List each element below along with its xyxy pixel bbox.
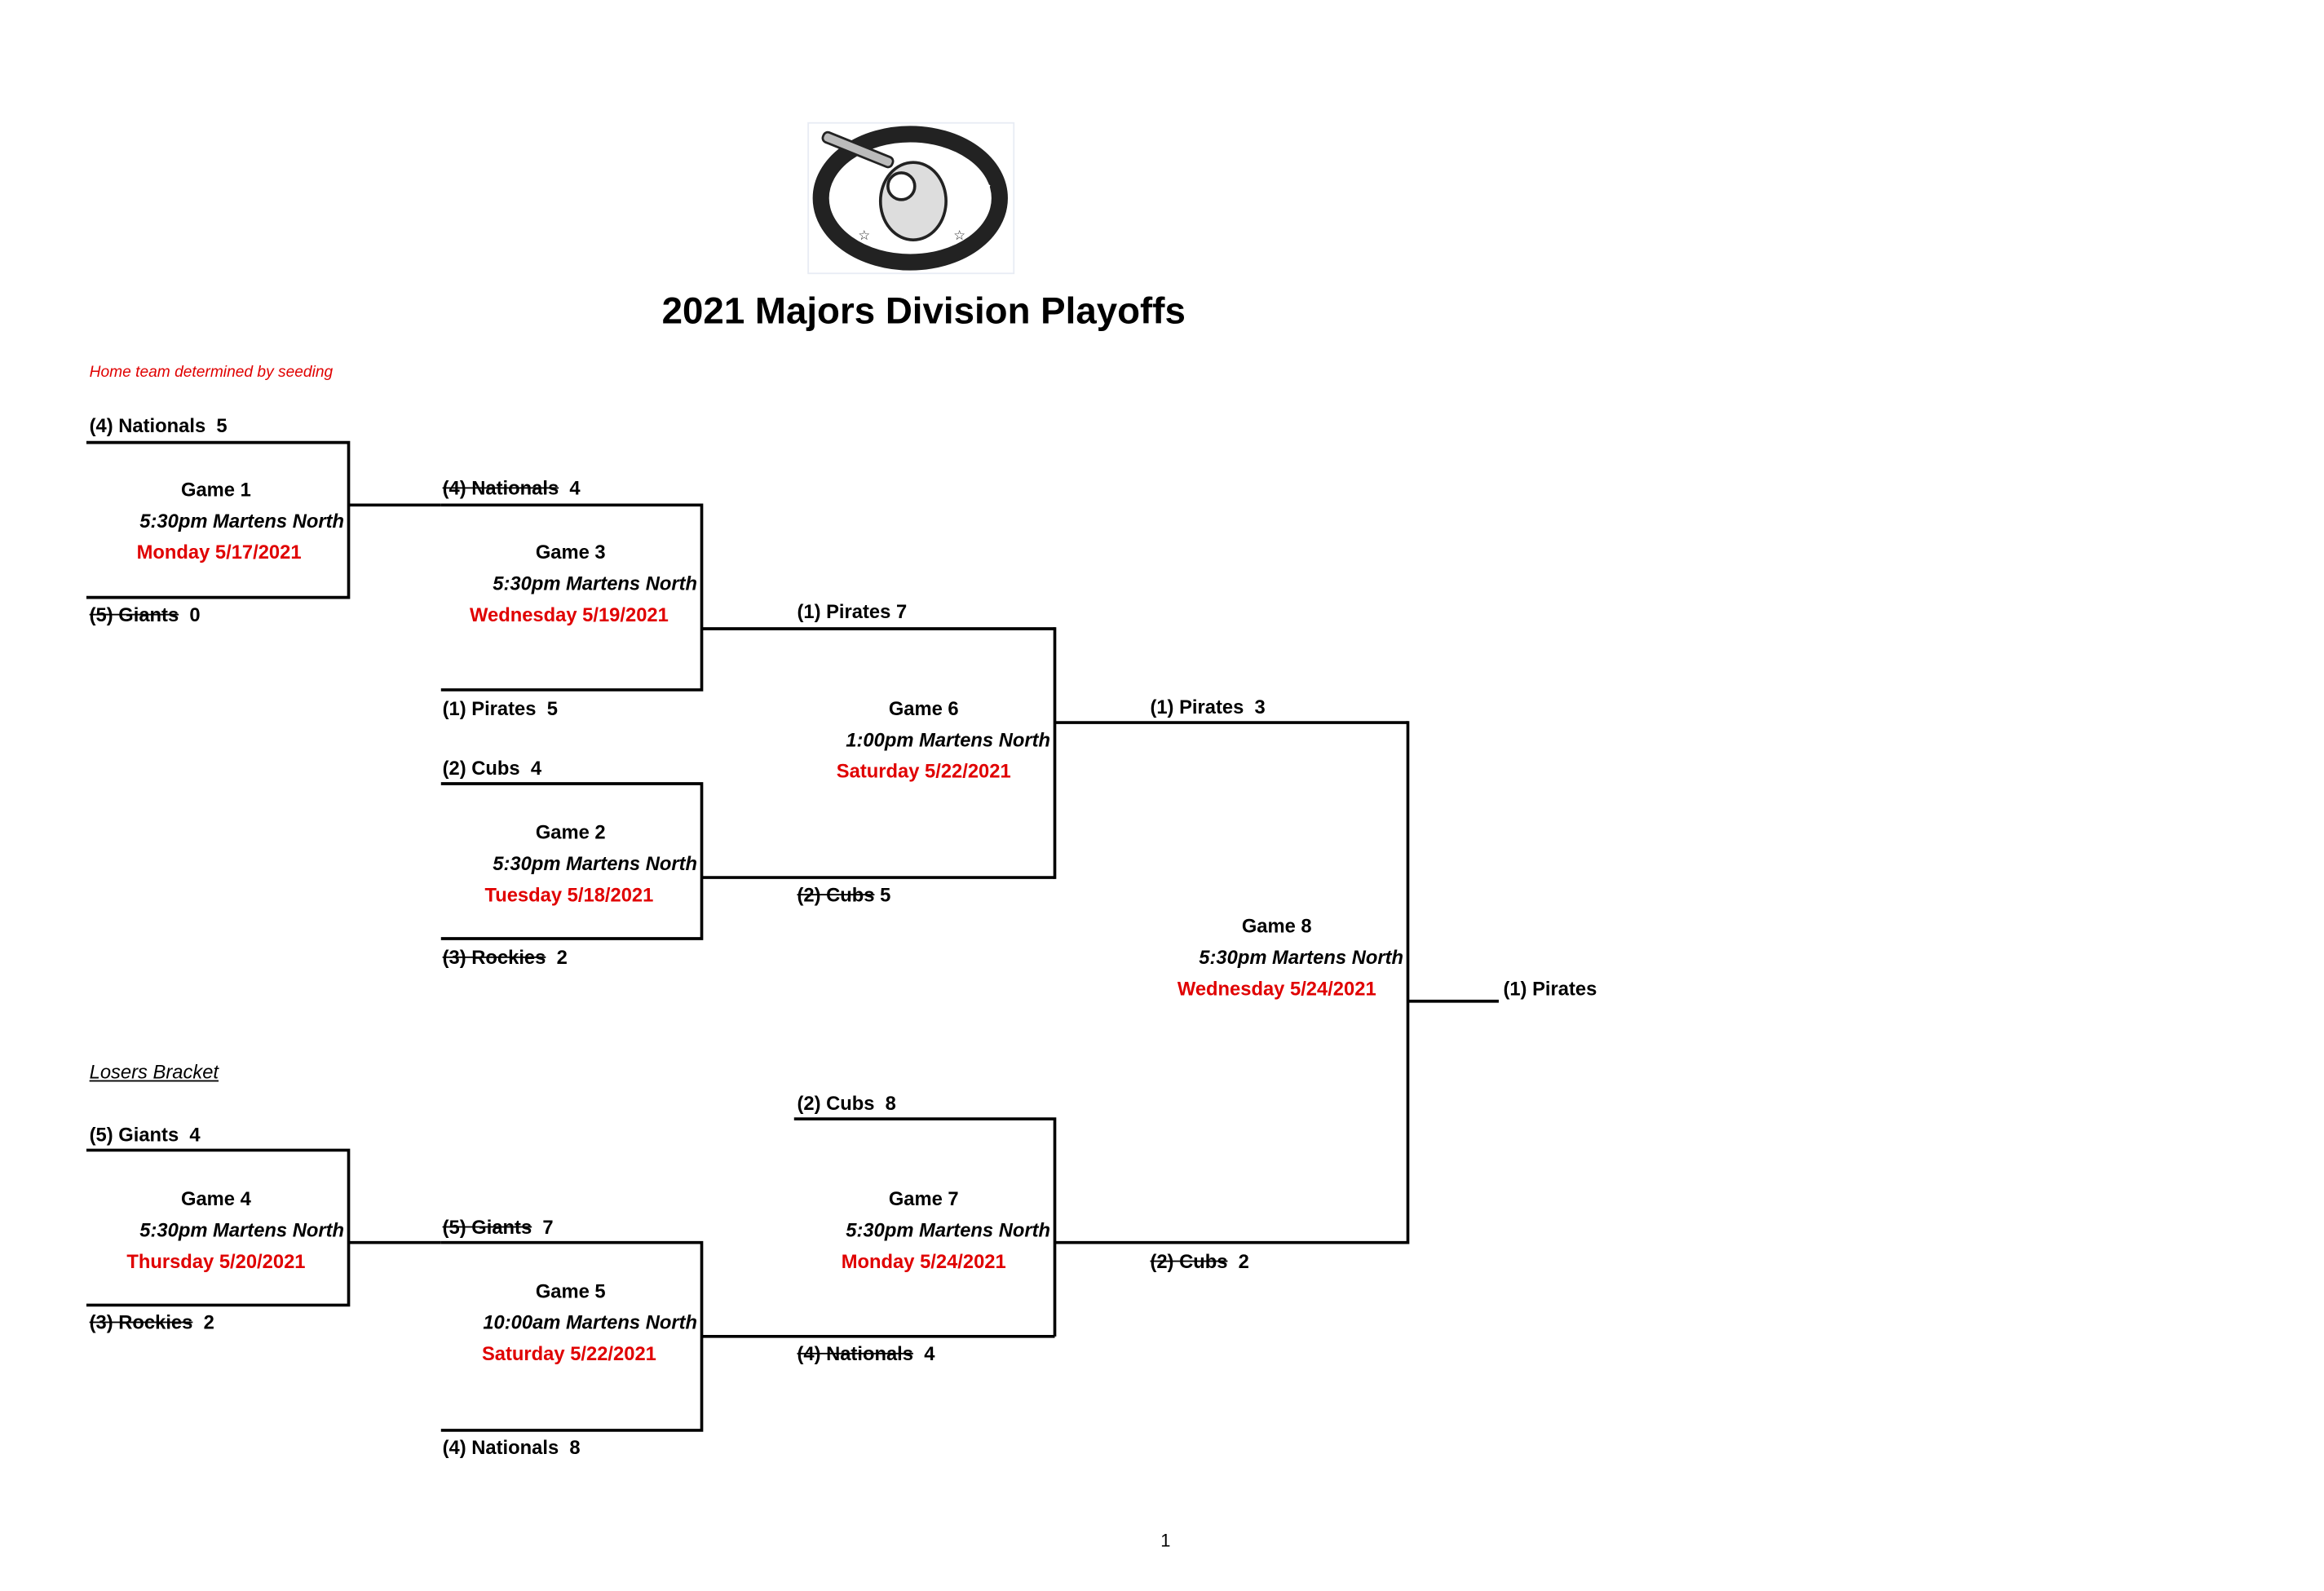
league-logo-graphic: SAN MATEO NATIONAL LITTLE LEAGUE ☆ ☆: [804, 113, 1008, 271]
game-5-bracket: [440, 1240, 704, 1432]
game-1-title: Game 1: [180, 478, 251, 501]
team-entry: (4) Nationals 5: [89, 413, 228, 437]
page-number: 1: [1160, 1530, 1171, 1551]
game-3-bracket: [440, 503, 704, 692]
game-3-title: Game 3: [535, 541, 606, 563]
league-logo: SAN MATEO NATIONAL LITTLE LEAGUE ☆ ☆: [804, 113, 1015, 275]
page-title: 2021 Majors Division Playoffs: [661, 290, 1186, 333]
team-entry: (3) Rockies 2: [442, 946, 568, 969]
game-4-title: Game 4: [180, 1187, 251, 1210]
game-5-time: 10:00am Martens North: [483, 1310, 698, 1334]
game-7-time: 5:30pm Martens North: [846, 1218, 1051, 1241]
team-entry: (4) Nationals 8: [442, 1436, 581, 1459]
team-entry: (2) Cubs 8: [797, 1092, 896, 1115]
team-entry: (2) Cubs 5: [797, 883, 891, 906]
game-1-bracket: [86, 440, 351, 599]
team-entry: (1) Pirates 5: [442, 697, 558, 720]
game-4-bracket: [86, 1148, 351, 1307]
game-2-date: Tuesday 5/18/2021: [484, 883, 654, 906]
team-entry: (5) Giants 0: [89, 603, 201, 626]
losers-bracket-label: Losers Bracket: [89, 1060, 219, 1084]
svg-text:☆: ☆: [858, 228, 870, 243]
game-2-bracket: [440, 782, 704, 940]
team-entry: (4) Nationals 4: [442, 476, 581, 500]
seeding-note: Home team determined by seeding: [89, 363, 334, 382]
game-7-title: Game 7: [888, 1187, 959, 1210]
team-entry: (5) Giants 7: [442, 1215, 554, 1239]
game-6-time: 1:00pm Martens North: [846, 728, 1051, 751]
team-entry: (2) Cubs 4: [442, 757, 542, 780]
champion-entry: (1) Pirates: [1503, 977, 1597, 1000]
team-entry: (1) Pirates 7: [797, 600, 908, 623]
game-5-date: Saturday 5/22/2021: [481, 1342, 656, 1365]
game-7-bracket: [793, 1117, 1057, 1337]
game-3-date: Wednesday 5/19/2021: [470, 603, 669, 626]
team-entry: (5) Giants 4: [89, 1123, 201, 1146]
game-4-time: 5:30pm Martens North: [139, 1218, 345, 1241]
game-1-time: 5:30pm Martens North: [139, 509, 345, 533]
team-entry: (1) Pirates 3: [1150, 696, 1266, 718]
game-7-date: Monday 5/24/2021: [841, 1249, 1006, 1273]
game-2-time: 5:30pm Martens North: [493, 852, 698, 875]
game-3-time: 5:30pm Martens North: [493, 572, 698, 594]
team-entry: (3) Rockies 2: [89, 1310, 214, 1334]
team-entry: (2) Cubs 2: [1150, 1249, 1249, 1273]
game-5-title: Game 5: [535, 1279, 606, 1302]
game-8-title: Game 8: [1241, 914, 1312, 938]
game-8-date: Wednesday 5/24/2021: [1177, 977, 1376, 1000]
game-1-date: Monday 5/17/2021: [136, 541, 302, 563]
game-4-date: Thursday 5/20/2021: [126, 1249, 306, 1273]
game-8-time: 5:30pm Martens North: [1199, 946, 1404, 969]
team-entry: (4) Nationals 4: [797, 1342, 935, 1365]
svg-text:☆: ☆: [953, 228, 965, 243]
game-2-title: Game 2: [535, 820, 606, 844]
game-6-date: Saturday 5/22/2021: [836, 759, 1011, 783]
game-6-title: Game 6: [888, 697, 959, 720]
